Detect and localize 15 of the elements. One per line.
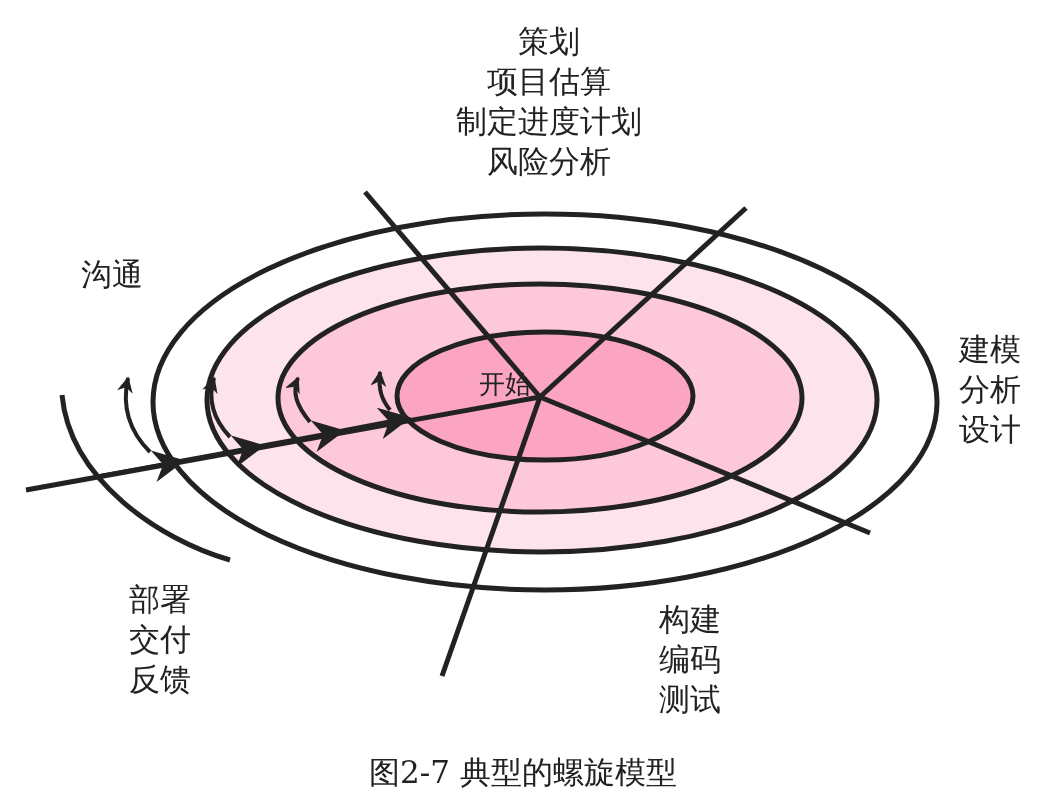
- phase-item: 分析: [959, 370, 1021, 408]
- figure-caption: 图2-7 典型的螺旋模型: [368, 753, 678, 792]
- phase-item: 设计: [959, 410, 1021, 448]
- phase-label: 沟通: [81, 255, 143, 293]
- phase-item: 反馈: [129, 660, 191, 698]
- phase-item: 测试: [659, 680, 721, 718]
- phase-item: 交付: [129, 620, 191, 658]
- phase-item: 风险分析: [487, 142, 611, 180]
- phase-label: 部署: [129, 580, 191, 618]
- phase-item: 制定进度计划: [456, 102, 642, 140]
- phase-label: 策划: [518, 22, 580, 60]
- phase-item: 编码: [659, 640, 721, 678]
- phase-label: 建模: [959, 330, 1021, 368]
- phase-item: 项目估算: [487, 62, 611, 100]
- phase-label: 构建: [659, 600, 721, 638]
